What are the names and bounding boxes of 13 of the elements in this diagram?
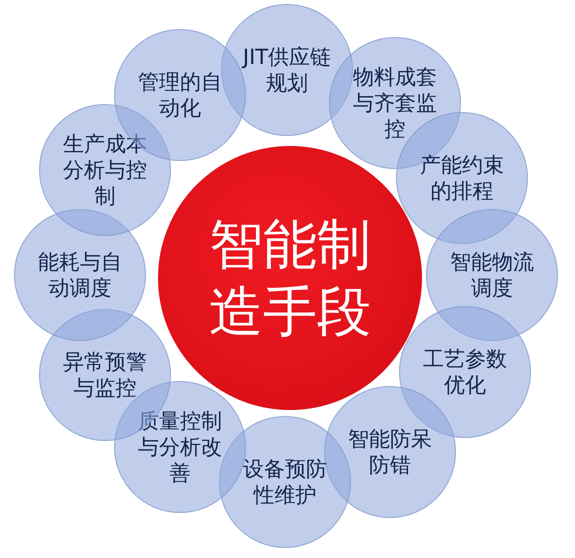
topic-label: 物料成套与齐套监控: [352, 64, 438, 142]
topic-label: 智能防呆防错: [347, 426, 433, 478]
topic-label: 管理的自动化: [137, 68, 223, 122]
topic-label: 质量控制与分析改善: [137, 408, 223, 486]
topic-label: 智能物流调度: [449, 248, 535, 302]
topic-label: 工艺参数优化: [422, 346, 508, 398]
topic-label: 产能约束的排程: [419, 152, 505, 204]
topic-label: JIT供应链规划: [241, 44, 332, 96]
center-title: 智能制造手段: [208, 212, 372, 345]
topic-label: 能耗与自动调度: [37, 248, 123, 302]
topic-label: 生产成本分析与控制: [62, 130, 148, 210]
topic-label: 异常预警与监控: [62, 348, 148, 402]
topic-label: 设备预防性维护: [242, 456, 328, 508]
